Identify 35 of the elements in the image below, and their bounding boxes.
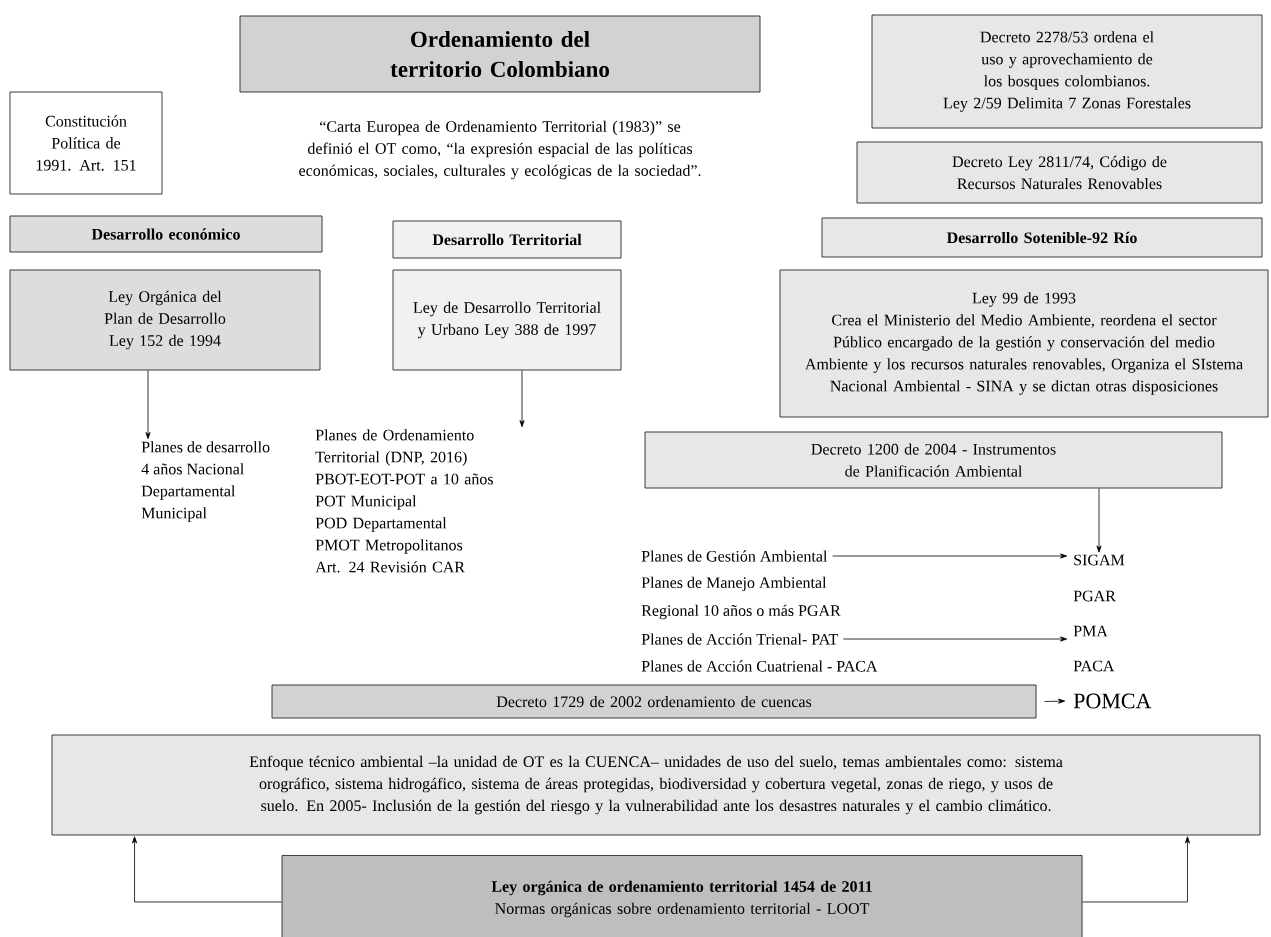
plan-item: Regional 10 años o más PGAR <box>641 604 841 620</box>
quote-text: “Carta Europea de Ordenamiento Territorial (1983)” se definió el OT como, “la expresión espacial de las políticas económicas, sociales, culturales y ecológicas de la sociedad”. <box>299 120 701 180</box>
arrow <box>132 836 282 903</box>
arrow <box>1044 698 1066 704</box>
decree-box: Decreto 1729 de 2002 ordenamiento de cuencas <box>271 684 1037 719</box>
plan-item: Planes de Gestión Ambiental <box>641 550 828 562</box>
acronym-text: POMCA <box>1073 693 1152 709</box>
arrow <box>843 636 1068 642</box>
document-box: Decreto 2278/53 ordena el uso y aprovechamiento de los bosques colombianos. Ley 2/59 Delimita 7 Zonas Forestales <box>871 14 1263 129</box>
decree-box: Decreto 1200 de 2004 - Instrumentos de Planificación Ambiental <box>644 431 1223 489</box>
arrow <box>1082 836 1190 903</box>
acronym-text: PACA <box>1073 660 1115 672</box>
arrow <box>1096 488 1102 553</box>
acronym-text: SIGAM <box>1074 554 1125 566</box>
plan-item: Planes de Acción Cuatrienal - PACA <box>641 660 878 672</box>
title-box: Ordenamiento del territorio Colombiano <box>239 15 761 93</box>
heading-box: Desarrollo Territorial <box>392 220 622 259</box>
law-box: Ley Orgánica del Plan de Desarrollo Ley 152 de 1994 <box>9 269 321 371</box>
plan-item: Planes de Acción Trienal- PAT <box>641 633 838 645</box>
document-box: Constitución Política de 1991. Art. 151 <box>9 91 163 195</box>
heading-box: Desarrollo Sotenible-92 Río <box>821 217 1263 258</box>
document-box: Decreto Ley 2811/74, Código de Recursos Naturales Renovables <box>856 141 1263 204</box>
approach-box: Enfoque técnico ambiental –la unidad de OT es la CUENCA– unidades de uso del suelo, temas ambientales como: sistema orográfico, sistema hidrogáfico, sistema de áreas protegidas, biodiversidad y cobertura vegetal, zonas de riego, y usos de suelo. En 2005- Inclusión de la gestión del riesgo y la vulnerabilidad ante los desastres naturales y el cambio climático. <box>51 734 1261 836</box>
acronym-text: PGAR <box>1073 590 1116 602</box>
arrow <box>145 370 151 440</box>
law-box: Ley de Desarrollo Territorial y Urbano Ley 388 de 1997 <box>392 269 622 371</box>
acronym-text: PMA <box>1073 625 1108 637</box>
plan-item: Planes de Manejo Ambiental <box>641 576 827 592</box>
law-box: Ley orgánica de ordenamiento territorial 1454 de 2011 Normas orgánicas sobre ordenamiento territorial - LOOT <box>281 855 1083 937</box>
plan-list: Planes de desarrollo 4 años Nacional Departamental Municipal <box>141 441 270 522</box>
arrow <box>519 370 525 428</box>
plan-list: Planes de Ordenamiento Territorial (DNP, 2016) PBOT-EOT-POT a 10 años POT Municipal POD Departamental PMOT Metropolitanos Art. 24 Revisión CAR <box>315 429 493 573</box>
arrow <box>832 553 1068 559</box>
heading-box: Desarrollo económico <box>9 215 323 253</box>
law-box: Ley 99 de 1993 Crea el Ministerio del Medio Ambiente, reordena el sector Público encargado de la gestión y conservación del medio Ambiente y los recursos naturales renovables, Organiza el SIstema Nacional Ambiental - SINA y se dictan otras disposiciones <box>779 269 1269 418</box>
